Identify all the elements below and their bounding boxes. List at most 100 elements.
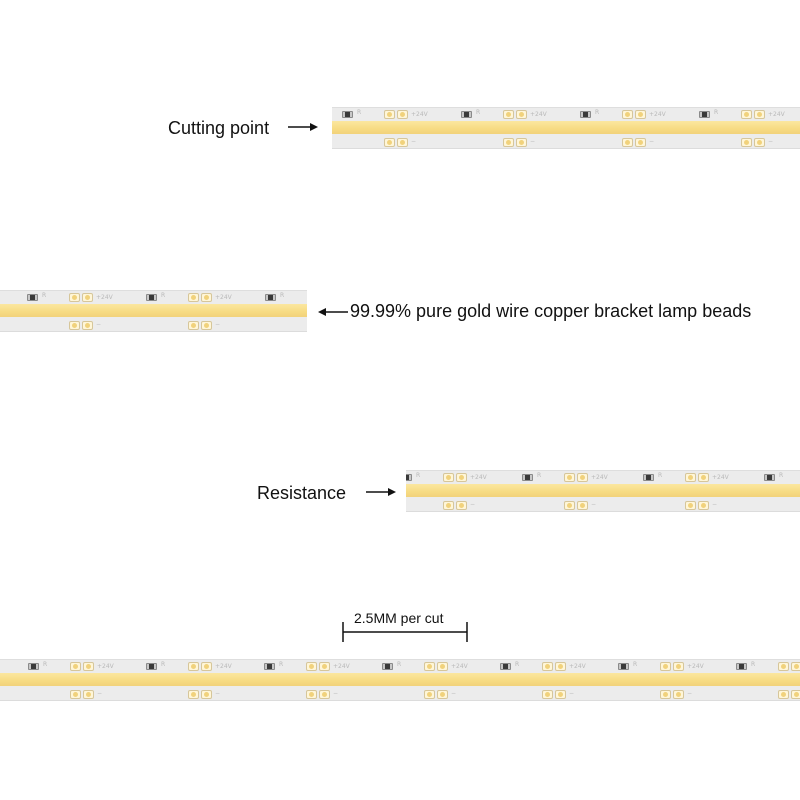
resistor bbox=[342, 111, 353, 118]
phosphor-band bbox=[0, 673, 800, 686]
resistor bbox=[500, 663, 511, 670]
led-chip bbox=[188, 690, 199, 699]
resistor bbox=[736, 663, 747, 670]
right-arrow-icon bbox=[288, 123, 318, 131]
led-chip bbox=[754, 138, 765, 147]
led-chip bbox=[503, 110, 514, 119]
resistor-code-label: R bbox=[537, 472, 542, 479]
led-chip bbox=[69, 321, 80, 330]
lamp-beads-label: 99.99% pure gold wire copper bracket lam… bbox=[350, 301, 752, 321]
led-chip bbox=[516, 138, 527, 147]
resistor-code-label: R bbox=[751, 661, 756, 668]
led-chip bbox=[384, 110, 395, 119]
polarity-label: − bbox=[768, 138, 774, 145]
resistor bbox=[643, 474, 654, 481]
led-strip-1: R+24V−R+24V−R+24V−R+24V− bbox=[332, 107, 800, 149]
polarity-label: − bbox=[215, 321, 221, 328]
resistor-code-label: R bbox=[476, 109, 481, 116]
led-chip bbox=[673, 662, 684, 671]
polarity-label: − bbox=[97, 690, 103, 697]
led-chip bbox=[622, 110, 633, 119]
cutting-point-label: Cutting point bbox=[168, 118, 270, 138]
resistor bbox=[406, 474, 412, 481]
voltage-label: +24V bbox=[96, 294, 113, 301]
resistor-code-label: R bbox=[416, 472, 421, 479]
polarity-label: − bbox=[591, 501, 597, 508]
led-chip bbox=[516, 110, 527, 119]
resistor bbox=[382, 663, 393, 670]
led-chip bbox=[778, 690, 789, 699]
polarity-label: − bbox=[712, 501, 718, 508]
led-chip bbox=[437, 690, 448, 699]
phosphor-band bbox=[332, 121, 800, 134]
polarity-label: − bbox=[215, 690, 221, 697]
led-chip bbox=[443, 501, 454, 510]
led-chip bbox=[69, 293, 80, 302]
led-chip bbox=[201, 321, 212, 330]
phosphor-band bbox=[0, 304, 307, 317]
led-chip bbox=[424, 690, 435, 699]
resistor bbox=[264, 663, 275, 670]
polarity-label: − bbox=[451, 690, 457, 697]
voltage-label: +24V bbox=[451, 663, 468, 670]
voltage-label: +24V bbox=[215, 663, 232, 670]
led-chip bbox=[635, 138, 646, 147]
led-strip-2: R+24V−R+24V−R+24V−R+24V− bbox=[0, 290, 307, 332]
led-chip bbox=[443, 473, 454, 482]
resistor bbox=[699, 111, 710, 118]
led-chip bbox=[564, 473, 575, 482]
led-chip bbox=[778, 662, 789, 671]
led-chip bbox=[635, 110, 646, 119]
led-chip bbox=[754, 110, 765, 119]
resistor-code-label: R bbox=[43, 661, 48, 668]
resistor-code-label: R bbox=[658, 472, 663, 479]
polarity-label: − bbox=[96, 321, 102, 328]
led-chip bbox=[673, 690, 684, 699]
led-chip bbox=[564, 501, 575, 510]
led-chip bbox=[456, 501, 467, 510]
led-chip bbox=[577, 473, 588, 482]
led-chip bbox=[83, 662, 94, 671]
led-chip bbox=[397, 138, 408, 147]
led-chip bbox=[201, 662, 212, 671]
resistor bbox=[764, 474, 775, 481]
voltage-label: +24V bbox=[215, 294, 232, 301]
polarity-label: − bbox=[470, 501, 476, 508]
led-chip bbox=[306, 690, 317, 699]
resistor-code-label: R bbox=[633, 661, 638, 668]
led-chip bbox=[437, 662, 448, 671]
led-strip-4: R+24V−R+24V−R+24V−R+24V−R+24V−R+24V−R+24… bbox=[0, 659, 800, 701]
resistor bbox=[27, 294, 38, 301]
led-chip bbox=[188, 293, 199, 302]
led-chip bbox=[397, 110, 408, 119]
led-chip bbox=[791, 662, 800, 671]
led-chip bbox=[424, 662, 435, 671]
led-chip bbox=[319, 690, 330, 699]
voltage-label: +24V bbox=[712, 474, 729, 481]
resistor bbox=[580, 111, 591, 118]
resistor-code-label: R bbox=[280, 292, 285, 299]
led-chip bbox=[685, 473, 696, 482]
led-chip bbox=[384, 138, 395, 147]
led-chip bbox=[542, 662, 553, 671]
resistor-code-label: R bbox=[515, 661, 520, 668]
voltage-label: +24V bbox=[649, 111, 666, 118]
led-chip bbox=[791, 690, 800, 699]
cut-length-label: 2.5MM per cut bbox=[354, 610, 444, 626]
resistor bbox=[265, 294, 276, 301]
resistor bbox=[146, 294, 157, 301]
left-arrow-icon bbox=[318, 308, 348, 316]
led-chip bbox=[70, 690, 81, 699]
led-chip bbox=[698, 473, 709, 482]
dimension-bracket-icon bbox=[342, 622, 468, 642]
resistor-code-label: R bbox=[161, 661, 166, 668]
resistor-code-label: R bbox=[595, 109, 600, 116]
led-chip bbox=[660, 662, 671, 671]
resistor-code-label: R bbox=[42, 292, 47, 299]
resistance-label: Resistance bbox=[257, 483, 347, 503]
resistor-code-label: R bbox=[779, 472, 784, 479]
led-chip bbox=[555, 690, 566, 699]
voltage-label: +24V bbox=[687, 663, 704, 670]
led-chip bbox=[306, 662, 317, 671]
polarity-label: − bbox=[687, 690, 693, 697]
